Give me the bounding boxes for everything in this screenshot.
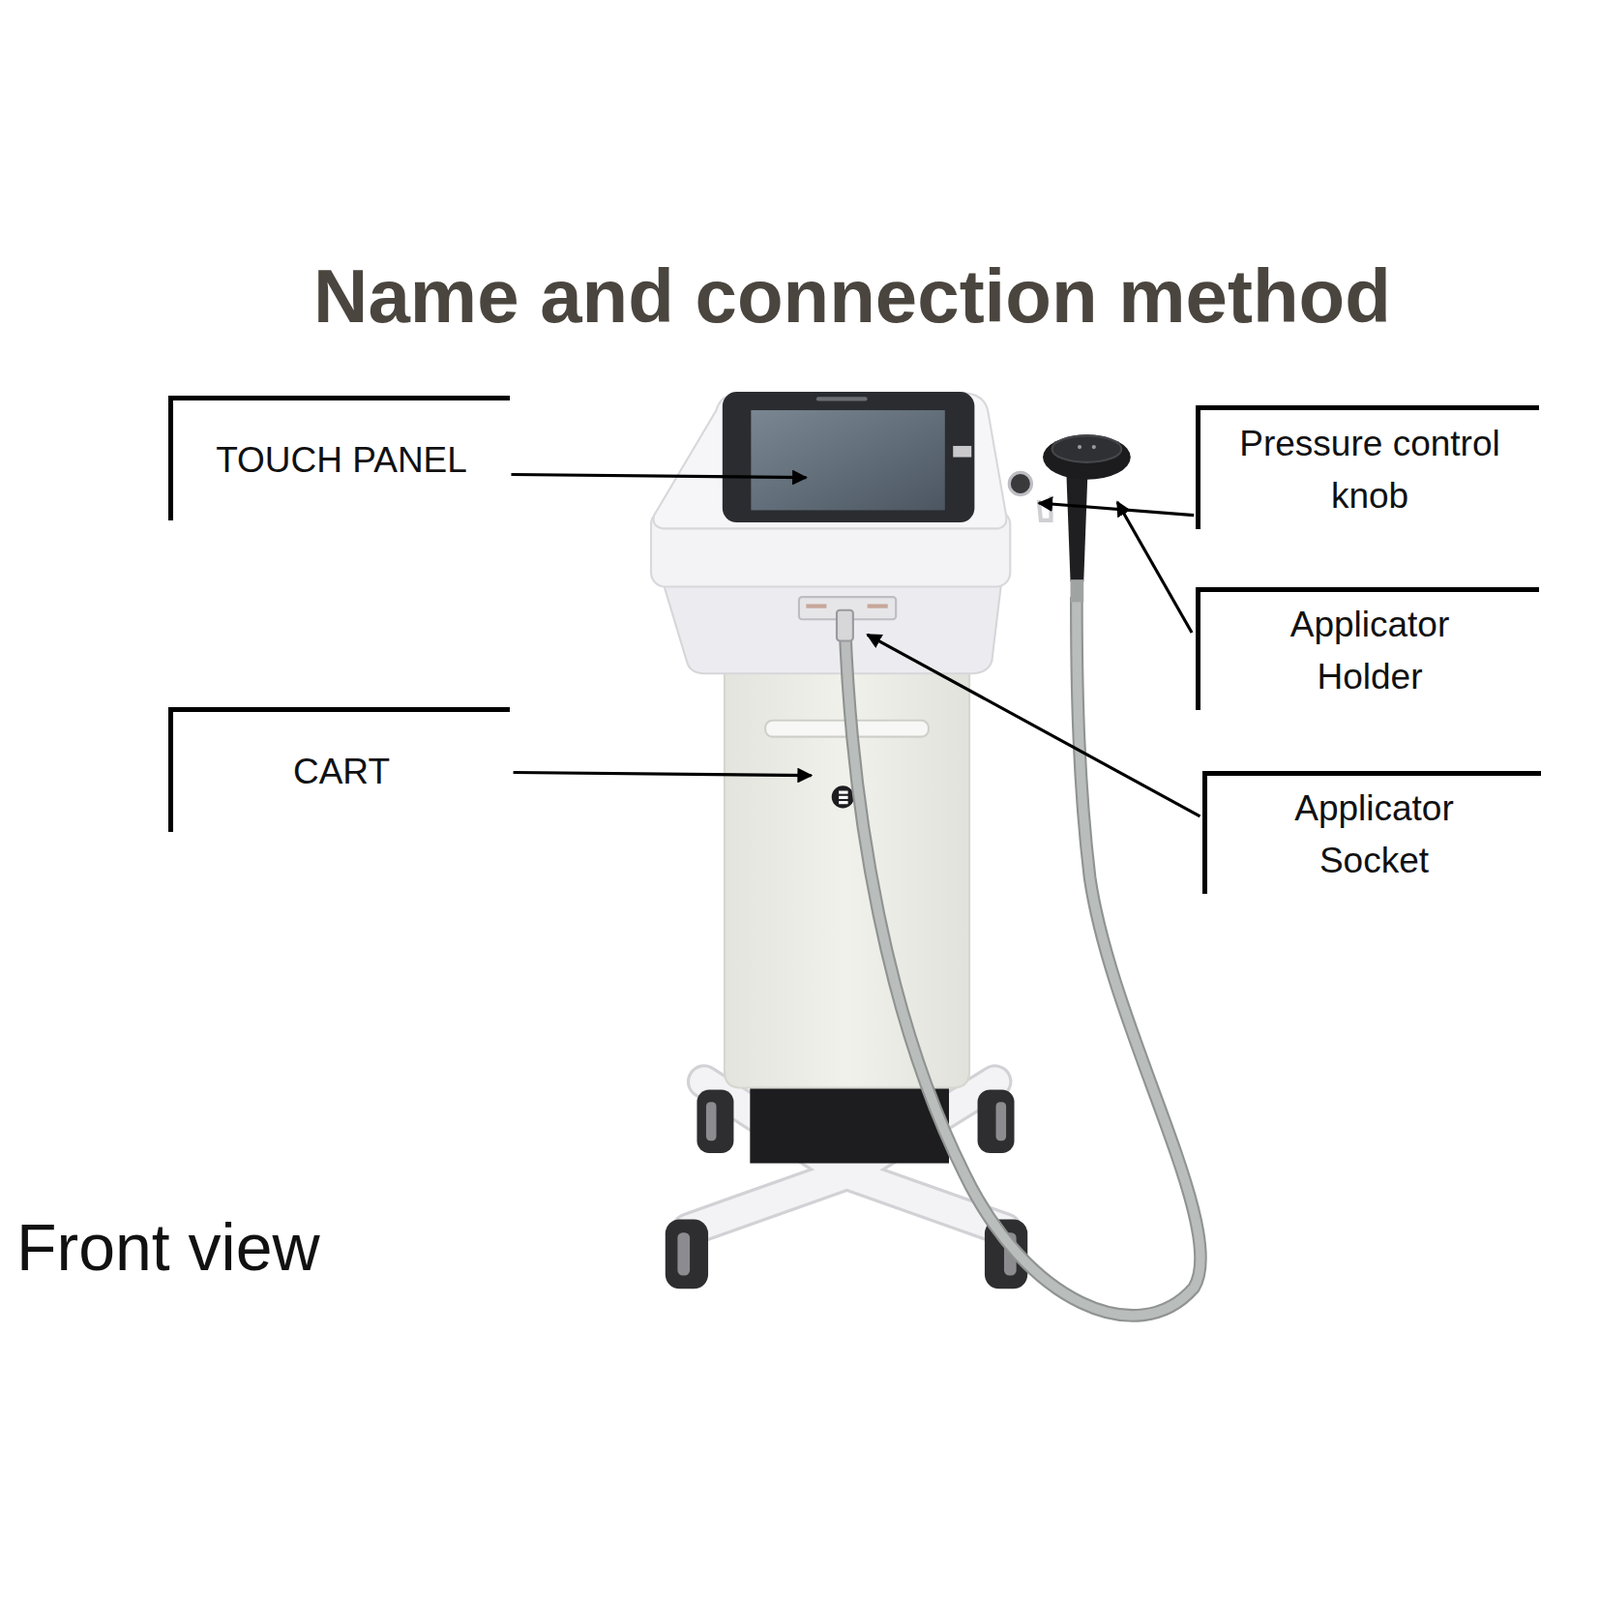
view-label: Front view: [16, 1209, 321, 1285]
brand-logo-mark: [838, 800, 848, 804]
applicator-dot: [1092, 444, 1097, 449]
label-bracket: Applicator Socket: [1202, 770, 1541, 894]
leader-arrow: [513, 772, 812, 776]
part-name: Pressure control knob: [1224, 417, 1515, 522]
unit-lower-tray: [661, 576, 1003, 674]
label-bracket: Applicator Holder: [1195, 587, 1540, 711]
applicator-cable: [836, 596, 1201, 1316]
wheel: [977, 1090, 1015, 1154]
applicator-holder: [1038, 496, 1052, 521]
wheel: [665, 1219, 709, 1290]
touch-screen: [750, 410, 945, 510]
wheel-hub: [677, 1232, 690, 1275]
socket-mark: [805, 603, 827, 608]
wheel: [696, 1090, 734, 1154]
part-name: TOUCH PANEL: [215, 434, 468, 487]
diagram-title: Name and connection method: [313, 252, 1392, 340]
cable: [844, 596, 1201, 1316]
brand-logo-mark: [838, 791, 848, 795]
pressure-knob: [1008, 472, 1032, 495]
leader-lines: [510, 474, 1200, 817]
status-icon: [952, 445, 972, 458]
part-name: Applicator Holder: [1263, 598, 1477, 703]
applicator-handle: [1066, 471, 1088, 582]
base-leg: [688, 1173, 848, 1230]
label-bracket: CART: [168, 707, 510, 832]
logo-strip: [816, 396, 868, 401]
screen-bezel: [722, 391, 976, 523]
part-name: Applicator Socket: [1268, 782, 1482, 887]
applicator: [1042, 434, 1131, 602]
leader-arrow: [867, 634, 1201, 817]
brand-logo: [831, 785, 855, 808]
part-name: CART: [293, 745, 390, 799]
brand-logo-mark: [838, 796, 848, 800]
cable: [844, 596, 1201, 1316]
leader-arrow: [1038, 503, 1194, 516]
leader-arrow: [1117, 502, 1192, 633]
wheel-hub: [706, 1101, 717, 1141]
applicator-face: [1052, 435, 1123, 462]
socket-mark: [867, 603, 889, 608]
applicator-dot: [1077, 444, 1082, 449]
leader-arrow: [510, 474, 806, 478]
base-leg: [688, 1173, 848, 1230]
cable-plug: [836, 610, 854, 642]
cart-dark-panel: [749, 1076, 949, 1164]
applicator-sleeve: [1070, 579, 1085, 602]
label-bracket: TOUCH PANEL: [168, 395, 510, 521]
wheel-hub: [996, 1101, 1008, 1141]
applicator-head: [1042, 434, 1131, 479]
label-bracket: Pressure control knob: [1195, 405, 1540, 530]
main-unit: [651, 391, 1051, 674]
